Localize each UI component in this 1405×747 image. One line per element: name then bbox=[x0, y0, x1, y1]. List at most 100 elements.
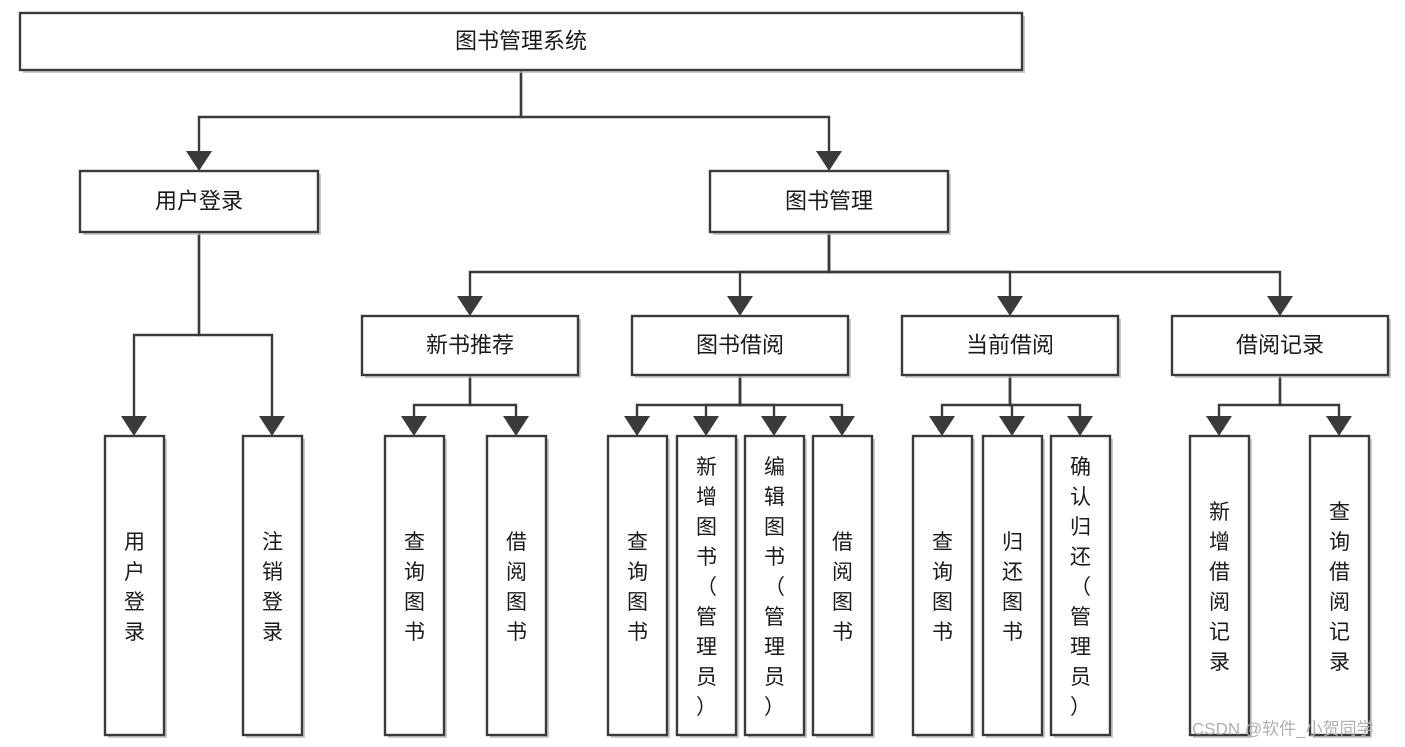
node-label: 新增借阅记录 bbox=[1209, 501, 1230, 674]
node-l-addrec[interactable]: 新增借阅记录 bbox=[1188, 434, 1252, 738]
node-box[interactable] bbox=[383, 434, 446, 737]
node-label: 借阅图书 bbox=[506, 531, 527, 644]
edge-line bbox=[197, 232, 274, 416]
node-box[interactable] bbox=[241, 434, 304, 737]
node-label: 归还图书 bbox=[1002, 531, 1023, 644]
arrowhead-icon bbox=[259, 416, 285, 436]
node-l-q1[interactable]: 查询图书 bbox=[383, 434, 447, 738]
arrowhead-icon bbox=[503, 416, 529, 436]
node-n-borrow[interactable]: 图书借阅 bbox=[630, 314, 851, 378]
edge-line bbox=[704, 375, 742, 416]
arrowhead-icon bbox=[816, 151, 842, 171]
node-label: 借阅图书 bbox=[832, 531, 853, 644]
edge-line bbox=[738, 375, 844, 416]
node-box[interactable] bbox=[103, 434, 166, 737]
node-box[interactable] bbox=[675, 434, 738, 737]
arrowhead-icon bbox=[929, 416, 955, 436]
node-n-record[interactable]: 借阅记录 bbox=[1170, 314, 1391, 378]
node-label: 编辑图书（管理员） bbox=[764, 456, 785, 719]
node-l-qrec[interactable]: 查询借阅记录 bbox=[1308, 434, 1372, 738]
edge-line bbox=[1008, 375, 1082, 416]
edge-n-current-to-l-q3 bbox=[929, 375, 1012, 436]
edge-line bbox=[1217, 375, 1282, 416]
node-box[interactable] bbox=[743, 434, 806, 737]
node-box[interactable] bbox=[981, 434, 1044, 737]
node-label: 图书借阅 bbox=[696, 332, 784, 357]
node-label: 新书推荐 bbox=[426, 332, 514, 357]
node-box[interactable] bbox=[18, 11, 1024, 72]
arrowhead-icon bbox=[1267, 296, 1293, 316]
edge-n-newbook-to-l-b1 bbox=[468, 375, 529, 436]
arrowhead-icon bbox=[1206, 416, 1232, 436]
arrowhead-icon bbox=[401, 416, 427, 436]
node-label: 查询图书 bbox=[404, 531, 425, 644]
arrowhead-icon bbox=[999, 416, 1025, 436]
node-label: 新增图书（管理员） bbox=[696, 456, 717, 719]
node-box[interactable] bbox=[1188, 434, 1251, 737]
node-l-b2[interactable]: 借阅图书 bbox=[811, 434, 875, 738]
node-box[interactable] bbox=[900, 314, 1120, 377]
node-label: 用户登录 bbox=[155, 188, 243, 213]
node-box[interactable] bbox=[630, 314, 850, 377]
arrowhead-icon bbox=[186, 151, 212, 171]
node-root[interactable]: 图书管理系统 bbox=[18, 11, 1025, 73]
edge-line bbox=[635, 375, 742, 416]
nodes-layer: 图书管理系统用户登录图书管理新书推荐图书借阅当前借阅借阅记录用户登录注销登录查询… bbox=[18, 11, 1391, 738]
edge-line bbox=[519, 70, 831, 151]
node-n-login[interactable]: 用户登录 bbox=[78, 169, 321, 235]
node-box[interactable] bbox=[360, 314, 580, 377]
node-box[interactable] bbox=[708, 169, 950, 234]
node-label: 借阅记录 bbox=[1236, 332, 1324, 357]
edge-n-current-to-l-confirm bbox=[1008, 375, 1093, 436]
edge-line bbox=[1278, 375, 1341, 416]
node-n-newbook[interactable]: 新书推荐 bbox=[360, 314, 581, 378]
node-l-userlogin[interactable]: 用户登录 bbox=[103, 434, 167, 738]
node-l-confirm[interactable]: 确认归还（管理员） bbox=[1049, 434, 1113, 738]
edge-n-login-to-l-logout bbox=[197, 232, 285, 436]
node-box[interactable] bbox=[485, 434, 548, 737]
node-l-logout[interactable]: 注销登录 bbox=[241, 434, 305, 738]
node-box[interactable] bbox=[78, 169, 320, 234]
edge-n-record-to-l-qrec bbox=[1278, 375, 1352, 436]
node-label: 图书管理系统 bbox=[455, 28, 587, 53]
node-n-current[interactable]: 当前借阅 bbox=[900, 314, 1121, 378]
arrowhead-icon bbox=[693, 416, 719, 436]
node-box[interactable] bbox=[911, 434, 974, 737]
edge-n-bookmgmt-to-n-record bbox=[827, 232, 1293, 316]
edge-n-bookmgmt-to-n-newbook bbox=[457, 232, 831, 316]
arrowhead-icon bbox=[829, 416, 855, 436]
edge-n-login-to-l-userlogin bbox=[121, 232, 201, 436]
node-box[interactable] bbox=[1170, 314, 1390, 377]
node-l-q2[interactable]: 查询图书 bbox=[606, 434, 670, 738]
arrowhead-icon bbox=[1326, 416, 1352, 436]
node-label: 查询借阅记录 bbox=[1329, 501, 1350, 674]
edge-line bbox=[468, 375, 518, 416]
edge-root-to-n-login bbox=[186, 70, 523, 171]
edge-line bbox=[197, 70, 523, 151]
node-l-edit[interactable]: 编辑图书（管理员） bbox=[743, 434, 807, 738]
edge-line bbox=[940, 375, 1012, 416]
node-l-add[interactable]: 新增图书（管理员） bbox=[675, 434, 739, 738]
edge-n-record-to-l-addrec bbox=[1206, 375, 1282, 436]
edge-line bbox=[412, 375, 472, 416]
edge-line bbox=[468, 232, 831, 296]
node-label: 查询图书 bbox=[627, 531, 648, 644]
node-l-return[interactable]: 归还图书 bbox=[981, 434, 1045, 738]
edge-n-borrow-to-l-b2 bbox=[738, 375, 855, 436]
edge-root-to-n-bookmgmt bbox=[519, 70, 842, 171]
edge-n-bookmgmt-to-n-borrow bbox=[727, 232, 831, 316]
node-l-b1[interactable]: 借阅图书 bbox=[485, 434, 549, 738]
node-l-q3[interactable]: 查询图书 bbox=[911, 434, 975, 738]
node-label: 确认归还（管理员） bbox=[1070, 456, 1091, 719]
edge-line bbox=[738, 375, 776, 416]
node-box[interactable] bbox=[1308, 434, 1371, 737]
node-box[interactable] bbox=[1049, 434, 1112, 737]
node-label: 用户登录 bbox=[124, 531, 145, 644]
arrowhead-icon bbox=[457, 296, 483, 316]
node-box[interactable] bbox=[606, 434, 669, 737]
node-n-bookmgmt[interactable]: 图书管理 bbox=[708, 169, 951, 235]
arrowhead-icon bbox=[997, 296, 1023, 316]
arrowhead-icon bbox=[624, 416, 650, 436]
node-box[interactable] bbox=[811, 434, 874, 737]
